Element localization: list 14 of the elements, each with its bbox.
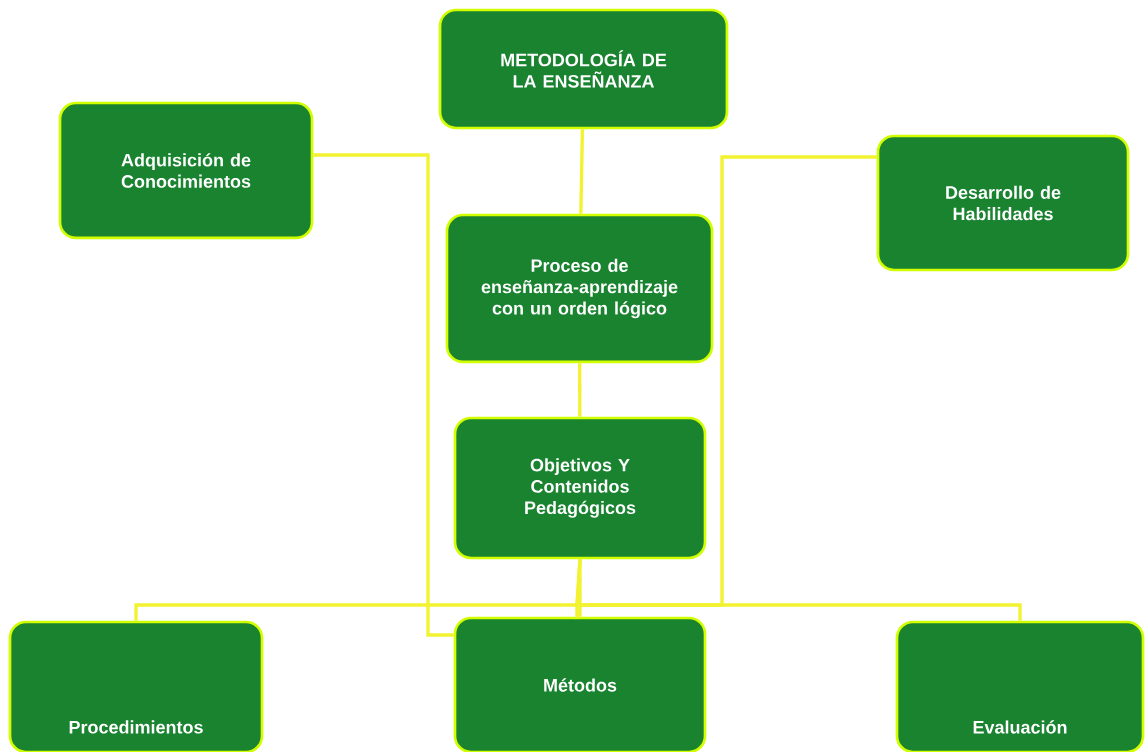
connector-line xyxy=(575,559,1022,621)
process-box: METODOLOGÍA DE LA ENSEÑANZA xyxy=(438,8,729,130)
connector-line xyxy=(578,363,582,417)
process-box: Procedimientos xyxy=(8,620,264,752)
connector-line xyxy=(578,559,582,617)
process-box: Adquisición de Conocimientos xyxy=(58,101,314,240)
process-box: Métodos xyxy=(453,616,707,752)
process-box: Objetivos Y Contenidos Pedagógicos xyxy=(453,416,707,560)
process-box: Evaluación xyxy=(895,620,1145,752)
connector-line xyxy=(313,153,454,637)
process-box: Desarrollo de Habilidades xyxy=(876,134,1130,272)
process-box: Proceso de enseñanza-aprendizaje con un orden lógico xyxy=(445,213,714,364)
connector-line xyxy=(579,129,585,214)
connector-line xyxy=(575,155,877,618)
